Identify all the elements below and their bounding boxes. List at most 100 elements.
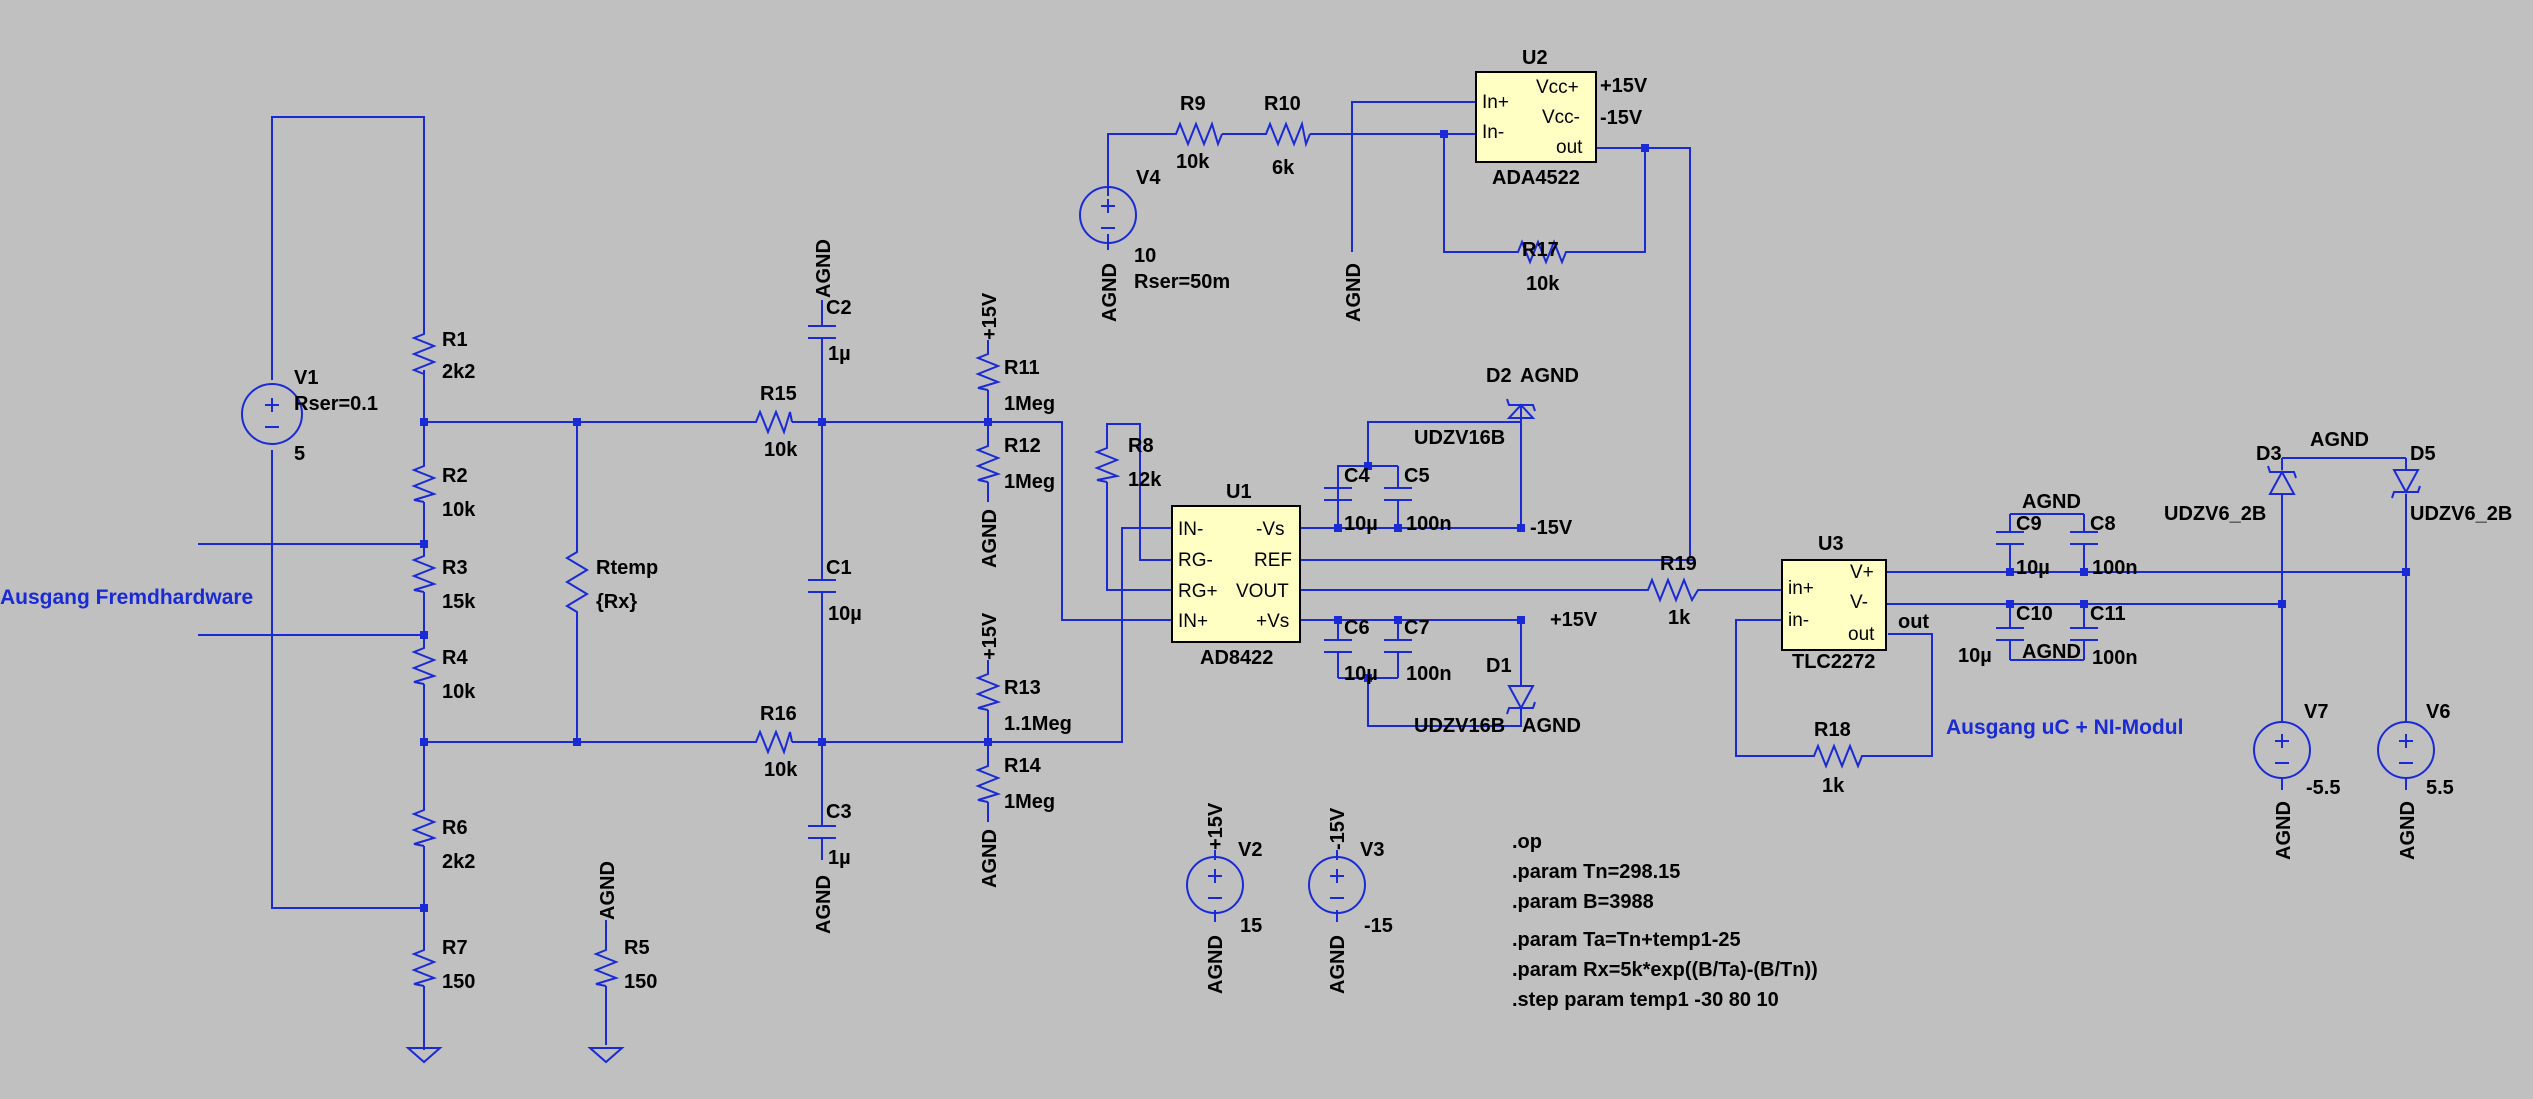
c2-gnd-label: AGND [813,239,835,298]
c9-symbol [1996,531,2024,545]
r16-value: 10k [764,759,798,781]
c8-value: 100n [2092,557,2138,579]
c6-value: 10µ [1344,663,1378,685]
c3-symbol [808,825,836,839]
r14-gnd-label: AGND [979,829,1001,888]
v3-net-label: -15V [1327,807,1349,850]
r8-value: 12k [1128,469,1162,491]
v7-gnd-label: AGND [2273,801,2295,860]
r10-name: R10 [1264,93,1301,115]
r18-symbol [1808,743,1868,769]
v1-param: Rser=0.1 [294,393,378,415]
r12-symbol [975,442,1002,483]
d1-value: UDZV16B [1414,715,1505,737]
ic-u1[interactable] [1171,505,1301,643]
r11-net-label: +15V [979,292,1001,340]
u2-pin-in-minus: In- [1482,122,1504,143]
r15-symbol [752,409,793,436]
c4-value: 10µ [1344,513,1378,535]
d2-symbol [1506,398,1536,419]
r8-name: R8 [1128,435,1154,457]
r18-value: 1k [1822,775,1845,797]
u1-part: AD8422 [1200,647,1273,669]
u1-pin-rg-minus: RG- [1178,550,1213,571]
d3-value: UDZV6_2B [2164,503,2266,525]
u2-part: ADA4522 [1492,167,1580,189]
c7-symbol [1384,639,1412,653]
v4-value: 10 [1134,245,1156,267]
c1-name: C1 [826,557,852,579]
v3-gnd-label: AGND [1327,935,1349,994]
c10-symbol [1996,627,2024,641]
u1-pin-in-plus: IN+ [1178,611,1208,632]
spice-directives[interactable]: .op .param Tn=298.15 .param B=3988 .para… [1512,831,1818,1011]
u1-pin-ref: REF [1254,550,1292,571]
v7-value: -5.5 [2306,777,2340,799]
u2-in-gnd-label: AGND [1343,263,1365,322]
r15-name: R15 [760,383,797,405]
ic-u3[interactable] [1781,559,1887,651]
c4-name: C4 [1344,465,1370,487]
r2-name: R2 [442,465,468,487]
r7-symbol [411,946,438,987]
v6-symbol [2377,721,2435,779]
u2-pin-in-plus: In+ [1482,92,1509,113]
r15-value: 10k [764,439,798,461]
u2-vcc-minus-net: -15V [1600,107,1643,129]
directive-step: .step param temp1 -30 80 10 [1512,989,1779,1011]
c7-name: C7 [1404,617,1430,639]
r14-value: 1Meg [1004,791,1055,813]
v2-symbol [1186,856,1244,914]
u2-pin-vcc-plus: Vcc+ [1536,77,1579,98]
d3d5-gnd: AGND [2310,429,2369,451]
r5-name: R5 [624,937,650,959]
rtemp-symbol [565,546,589,618]
r3-symbol [411,552,438,593]
d3-symbol [2267,465,2297,495]
v1-symbol [241,383,303,445]
v6-value: 5.5 [2426,777,2454,799]
v2-name: V2 [1238,839,1262,861]
c9-name: C9 [2016,513,2042,535]
rotated-net-labels: AGND AGND +15V AGND +15V AGND AGND AGND … [597,239,2419,994]
out-net-label: out [1898,611,1929,633]
rtemp-name: Rtemp [596,557,658,579]
m15-rail-label: -15V [1530,517,1573,539]
r17-value: 10k [1526,273,1560,295]
r5-value: 150 [624,971,657,993]
u3-part: TLC2272 [1792,651,1875,673]
u1-pin-vs-minus: -Vs [1256,519,1285,540]
r17-symbol [1512,239,1572,265]
port-label-ausgang-fremdhardware: Ausgang Fremdhardware [0,586,253,609]
c7-value: 100n [1406,663,1452,685]
p15-rail-label: +15V [1550,609,1598,631]
d1-name: D1 [1486,655,1512,677]
r4-symbol [411,644,438,685]
r1-value: 2k2 [442,361,475,383]
v7-symbol [2253,721,2311,779]
v4-param: Rser=50m [1134,271,1230,293]
directive-param-tn: .param Tn=298.15 [1512,861,1680,883]
r6-name: R6 [442,817,468,839]
r12-value: 1Meg [1004,471,1055,493]
d3-name: D3 [2256,443,2282,465]
d2-gnd: AGND [1520,365,1579,387]
r13-symbol [975,670,1002,711]
c3-name: C3 [826,801,852,823]
r4-name: R4 [442,647,468,669]
d2-name: D2 [1486,365,1512,387]
r19-name: R19 [1660,553,1697,575]
u2-name: U2 [1522,47,1548,69]
u3-name: U3 [1818,533,1844,555]
resistor-symbols [411,120,1868,987]
r6-value: 2k2 [442,851,475,873]
v2-value: 15 [1240,915,1262,937]
c10-value: 10µ [1958,645,1992,667]
r16-symbol [752,729,793,756]
ic-u2[interactable] [1475,71,1597,163]
u1-pin-vs-plus: +Vs [1256,611,1289,632]
r12-gnd-label: AGND [979,509,1001,568]
u2-pin-vcc-minus: Vcc- [1542,107,1580,128]
ground-icon [405,1047,443,1064]
